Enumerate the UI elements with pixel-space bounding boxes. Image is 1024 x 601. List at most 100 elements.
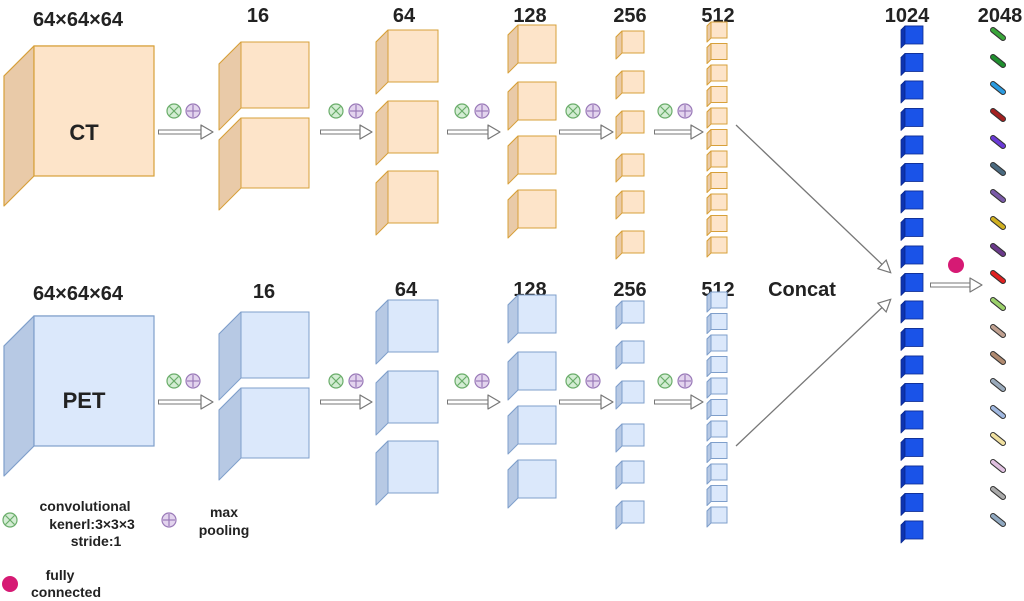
ct-stage128-cube-2 — [507, 81, 557, 131]
ct-stage512-cube-1-side — [706, 21, 712, 43]
fusion-cube-8 — [900, 218, 924, 241]
pet-stage512-cube-10 — [706, 485, 728, 506]
concat-arrow-ct — [735, 124, 890, 272]
fusion-cube-4-front — [904, 108, 924, 127]
ct-stage128-cube-1-front — [517, 24, 557, 64]
ct-pool-icon-2 — [348, 103, 364, 119]
output-bar-17 — [991, 460, 1005, 472]
output-bar-16 — [991, 433, 1005, 445]
pet-op-arrow-3-head — [487, 394, 501, 410]
output-bar-15 — [991, 406, 1005, 418]
legend-pool-line1: max — [210, 504, 238, 520]
ct-stage512-cube-7-side — [706, 150, 712, 172]
fusion-cube-3-front — [904, 80, 924, 100]
ct-input-size-label: 64×64×64 — [33, 9, 124, 31]
ct-stage-label-128: 128 — [513, 5, 546, 27]
ct-stage512-cube-11 — [706, 236, 728, 258]
output-bar-11 — [991, 298, 1005, 310]
ct-stage256-cube-1 — [615, 30, 645, 60]
ct-stage512-cube-3-side — [706, 64, 712, 86]
legend-pool-icon — [161, 512, 177, 528]
ct-stage512-cube-11-side — [706, 236, 712, 258]
pet-stage512-cube-1-front — [710, 291, 728, 309]
fusion-feature-stack — [900, 25, 924, 544]
pet-stage512-cube-2 — [706, 313, 728, 334]
ct-stage16-cube-2-front — [240, 117, 310, 189]
pet-conv-icon-3 — [454, 373, 470, 389]
pet-branch: 64×64×64 PET 16 64 128 256 512 — [3, 279, 735, 530]
ct-stage64-cube-2 — [375, 100, 439, 166]
fusion-cube-8-side — [900, 218, 906, 241]
ct-stage256-cube-4-side — [615, 153, 623, 183]
output-section: 2048 — [978, 5, 1022, 527]
fusion-cube-6-front — [904, 163, 924, 182]
ct-stage512-cube-10-side — [706, 215, 712, 236]
fusion-cube-17-side — [900, 465, 906, 489]
fusion-cube-5 — [900, 135, 924, 159]
ct-stage64-cube-3-front — [387, 170, 439, 224]
pet-stage256-cube-3-side — [615, 380, 623, 410]
ct-input-cube — [3, 45, 155, 207]
ct-stage128-cube-2-front — [517, 81, 557, 121]
ct-feature-maps — [218, 21, 728, 260]
pet-input-size-label: 64×64×64 — [33, 283, 124, 305]
pet-stage512-cube-3-front — [710, 334, 728, 352]
ct-conv-icon-1 — [166, 103, 182, 119]
pet-op-arrow-2-head — [359, 394, 373, 410]
ct-pool-icon-4 — [585, 103, 601, 119]
pet-stage512-cube-6 — [706, 399, 728, 420]
pet-stage64-cube-3-side — [375, 440, 389, 506]
pet-stage256-cube-4-side — [615, 423, 623, 453]
pet-stage512-cube-8-side — [706, 442, 712, 463]
ct-stage128-cube-3-front — [517, 135, 557, 175]
fusion-cube-16 — [900, 438, 924, 461]
pet-stage512-cube-11-front — [710, 506, 728, 524]
pet-stage16-cube-2-front — [240, 387, 310, 459]
pet-pool-icon-1 — [185, 373, 201, 389]
ct-input-cube-front — [33, 45, 155, 177]
ct-stage256-cube-5-front — [621, 190, 645, 214]
fusion-cube-2 — [900, 53, 924, 76]
pet-stage512-cube-9-front — [710, 463, 728, 481]
pet-stage512-cube-5 — [706, 377, 728, 399]
fusion-cube-3 — [900, 80, 924, 104]
fusion-cube-8-front — [904, 218, 924, 237]
fusion-cube-4 — [900, 108, 924, 131]
pet-stage512-cube-11-side — [706, 506, 712, 528]
ct-stage128-cube-1-side — [507, 24, 519, 74]
legend-fc-line1: fully — [46, 567, 75, 583]
fusion-cube-17-front — [904, 465, 924, 485]
legend-fc-dot — [2, 576, 18, 592]
ct-input-volume — [3, 45, 155, 207]
fusion-cube-19-front — [904, 520, 924, 540]
pet-op-arrow-4-head — [600, 394, 614, 410]
fusion-cube-1-front — [904, 25, 924, 45]
fusion-cube-6-side — [900, 163, 906, 186]
pet-stage512-cube-4 — [706, 356, 728, 377]
pet-stage512-cube-4-front — [710, 356, 728, 373]
ct-stage256-cube-4 — [615, 153, 645, 183]
ct-stage512-cube-2 — [706, 43, 728, 64]
fusion-cube-5-side — [900, 135, 906, 159]
ct-stage256-cube-3 — [615, 110, 645, 140]
ct-stage16-cube-1-front — [240, 41, 310, 109]
fusion-cube-9 — [900, 245, 924, 269]
pet-feature-maps — [218, 291, 728, 530]
pet-pool-icon-4 — [585, 373, 601, 389]
fusion-cube-10-front — [904, 273, 924, 292]
ct-conv-icon-2 — [328, 103, 344, 119]
ct-op-arrow-1-head — [200, 124, 214, 140]
fusion-cube-7-front — [904, 190, 924, 210]
pet-stage512-cube-10-front — [710, 485, 728, 502]
ct-stage128-cube-2-side — [507, 81, 519, 131]
pet-stage64-cube-1-front — [387, 299, 439, 353]
pet-stage512-cube-3 — [706, 334, 728, 356]
pet-conv-icon-5 — [657, 373, 673, 389]
pet-stage512-cube-3-side — [706, 334, 712, 356]
ct-stage512-cube-8-front — [710, 172, 728, 189]
ct-stage-label-256: 256 — [613, 5, 646, 27]
fusion-cube-13-front — [904, 355, 924, 375]
concat-arrow-pet — [735, 300, 890, 447]
ct-stage64-cube-3 — [375, 170, 439, 236]
